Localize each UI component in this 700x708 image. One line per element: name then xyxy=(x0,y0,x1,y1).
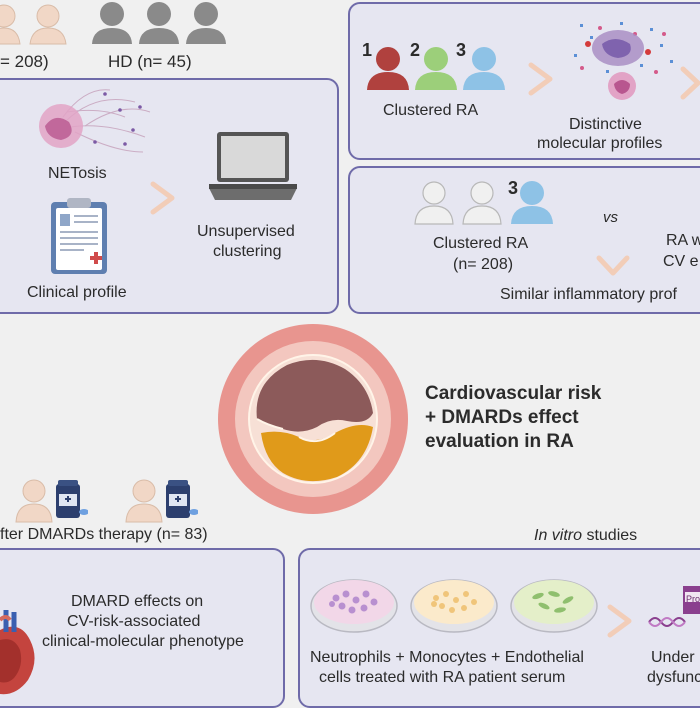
chevron-right-icon xyxy=(680,66,700,100)
dmard-effects-panel xyxy=(0,548,285,708)
comparison-panel xyxy=(348,166,700,314)
patient-with-drugs-icon xyxy=(125,479,198,523)
artery-cross-section-icon xyxy=(218,324,408,514)
comparison-clustered-line1: Clustered RA xyxy=(433,235,529,252)
dmard-effects-line1: DMARD effects on xyxy=(71,593,204,610)
clinical-profile-label: Clinical profile xyxy=(27,284,127,301)
protein-dna-icon xyxy=(648,586,700,627)
center-title-line1: Cardiovascular risk xyxy=(425,383,602,404)
netosis-label: NETosis xyxy=(48,165,107,182)
molecular-profiles-icon xyxy=(574,22,673,100)
clustered-ra-label: Clustered RA xyxy=(383,102,479,119)
comparison-clustered-line2: (n= 208) xyxy=(453,256,514,273)
cluster-number-1: 1 xyxy=(362,40,373,60)
similar-profile-label: Similar inflammatory prof xyxy=(500,286,677,303)
compared-patients-icons xyxy=(414,181,553,225)
heart-icon xyxy=(0,610,35,695)
dysfunction-label: dysfunc xyxy=(647,669,700,686)
healthy-donors-label: HD (n= 45) xyxy=(108,52,192,71)
cluster-number-2: 2 xyxy=(410,40,421,60)
molecular-profiles-line2: molecular profiles xyxy=(537,135,663,152)
clipboard-icon xyxy=(51,198,107,274)
in-vitro-cells-line1: Neutrophils + Monocytes + Endothelial xyxy=(310,649,584,666)
petri-dish-monocytes-icon xyxy=(410,579,498,633)
clustering-label-line1: Unsupervised xyxy=(197,223,295,240)
center-title-line3: evaluation in RA xyxy=(425,431,574,452)
clustered-patients-icons xyxy=(367,47,505,90)
chevron-right-icon xyxy=(150,181,175,215)
ra-patients-icons xyxy=(0,4,67,45)
dmard-effects-line2: CV-risk-associated xyxy=(67,613,201,630)
petri-dish-neutrophils-icon xyxy=(310,579,398,633)
molecular-profiles-line1: Distinctive xyxy=(569,116,642,133)
in-vitro-label: In vitro xyxy=(534,527,583,544)
petri-dish-endothelial-icon xyxy=(510,579,598,633)
comparison-cluster-number: 3 xyxy=(508,178,519,198)
chevron-down-icon xyxy=(596,255,630,276)
dmards-therapy-label: fter DMARDs therapy (n= 83) xyxy=(0,526,208,543)
clustered-ra-panel xyxy=(348,2,700,160)
clustering-label-line2: clustering xyxy=(213,243,282,260)
in-vitro-cells-line2: cells treated with RA patient serum xyxy=(319,669,566,686)
protein-label: Pro xyxy=(686,594,700,604)
in-vitro-studies-label: In vitro studies xyxy=(534,526,637,546)
cluster-number-3: 3 xyxy=(456,40,467,60)
netosis-icon xyxy=(39,89,151,153)
ra-count-label: = 208) xyxy=(0,52,49,71)
healthy-donors-icons xyxy=(92,2,226,44)
center-title-line2: + DMARDs effect xyxy=(425,407,579,428)
chevron-right-icon xyxy=(607,604,632,638)
underlying-label: Under xyxy=(651,649,695,666)
ra-cv-label-line1: RA w xyxy=(666,232,700,249)
vs-label: vs xyxy=(603,209,618,226)
ra-cv-label-line2: CV e xyxy=(663,253,699,270)
dmard-effects-line3: clinical-molecular phenotype xyxy=(42,633,244,650)
patient-with-drugs-icon xyxy=(15,479,88,523)
laptop-icon xyxy=(209,132,297,200)
chevron-right-icon xyxy=(528,62,553,96)
studies-label: studies xyxy=(582,527,638,544)
